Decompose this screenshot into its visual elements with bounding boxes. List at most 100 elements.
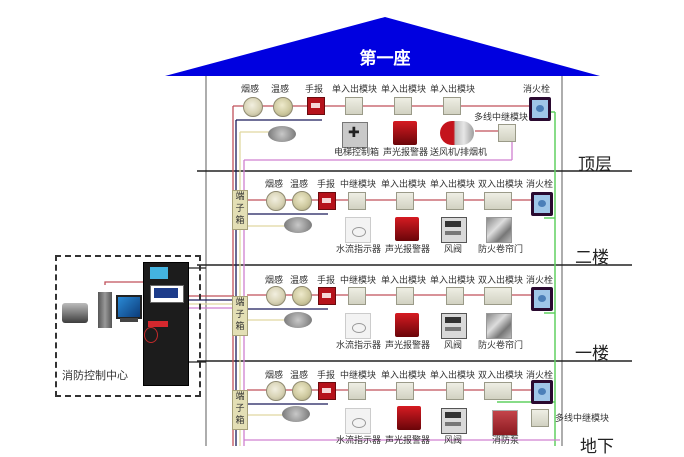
manual-alarm [307,97,325,115]
control-center-label: 消防控制中心 [62,369,128,382]
io-module [446,287,464,305]
label-module: 中继模块 [340,180,377,190]
control-center-box [55,255,201,397]
label-manual: 手报 [317,180,336,190]
device-label: 声光报警器 [385,436,431,446]
dual-io-module [484,192,512,210]
label-module: 单入出模块 [381,180,427,190]
dual-io-module [484,382,512,400]
heat-detector [292,286,312,306]
label-module: 中继模块 [340,371,377,381]
pc-tower-icon [98,292,112,328]
relay-module [348,287,366,305]
dual-io-module [484,287,512,305]
sound-light-alarm [393,121,417,145]
device-label: 风阀 [444,245,463,255]
device-label: 水流指示器 [336,341,382,351]
label-module: 单入出模块 [381,371,427,381]
manual-alarm [318,192,336,210]
device-label: 声光报警器 [385,341,431,351]
label-smoke: 烟感 [265,371,284,381]
label-smoke: 烟感 [265,180,284,190]
building-title: 第一座 [359,49,411,69]
smoke-detector [266,191,286,211]
air-damper [441,217,467,243]
floor-label-basement: 地下 [580,437,614,457]
speaker [282,406,310,422]
label-hydrant: 消火栓 [523,85,551,95]
device-label: 风阀 [444,436,463,446]
label-hydrant: 消火栓 [526,276,554,286]
label-multi-relay: 多线中继模块 [474,113,529,123]
heat-detector [273,97,293,117]
label-multi-relay: 多线中继模块 [555,414,610,424]
label-heat: 温感 [290,371,309,381]
smoke-detector [243,97,263,117]
label-module: 单入出模块 [381,276,427,286]
manual-alarm [318,382,336,400]
monitor-stand [120,318,138,332]
sound-light-alarm [397,406,421,430]
sound-light-alarm [395,217,419,241]
sound-light-alarm [395,313,419,337]
io-module [396,287,414,305]
controller-screen-display [154,288,178,298]
label-module: 双入出模块 [478,371,524,381]
water-flow-indicator [345,408,371,434]
io-module [394,97,412,115]
device-label: 消防泵 [492,436,520,446]
hydrant-button [531,287,553,311]
label-module: 单入出模块 [332,85,378,95]
floor-label-top: 顶层 [578,155,612,175]
floor-label-2: 二楼 [575,248,609,268]
io-module [345,97,363,115]
fire-alarm-controller-cabinet [143,262,189,386]
label-heat: 温感 [290,276,309,286]
controller-handset [144,327,158,343]
fire-shutter [486,313,512,339]
device-label: 电梯控制箱 [334,148,380,158]
device-label: 送风机/排烟机 [430,148,488,158]
floor-label-1: 一楼 [575,344,609,364]
monitor-icon [116,295,142,319]
device-label: 水流指示器 [336,245,382,255]
label-smoke: 烟感 [241,85,260,95]
device-label: 水流指示器 [336,436,382,446]
label-module: 单入出模块 [381,85,427,95]
io-module [396,382,414,400]
controller-lcd [150,267,168,279]
multi-relay-module [531,409,549,427]
air-damper [441,313,467,339]
heat-detector [292,381,312,401]
air-damper [441,408,467,434]
device-label: 防火卷帘门 [478,341,524,351]
io-module [396,192,414,210]
hydrant-button [531,380,553,404]
device-label: 声光报警器 [383,148,429,158]
label-module: 单入出模块 [430,180,476,190]
label-manual: 手报 [305,85,324,95]
printer-icon [62,303,88,323]
water-flow-indicator [345,217,371,243]
label-module: 单入出模块 [430,371,476,381]
heat-detector [292,191,312,211]
label-module: 单入出模块 [430,85,476,95]
manual-alarm [318,287,336,305]
label-heat: 温感 [290,180,309,190]
io-module [446,382,464,400]
fire-shutter [486,217,512,243]
io-module [443,97,461,115]
hydrant-button [529,97,551,121]
label-manual: 手报 [317,276,336,286]
smoke-detector [266,381,286,401]
label-hydrant: 消火栓 [526,371,554,381]
exhaust-fan [440,121,474,145]
label-module: 单入出模块 [430,276,476,286]
label-hydrant: 消火栓 [526,180,554,190]
roof [165,17,600,76]
label-module: 中继模块 [340,276,377,286]
device-label: 风阀 [444,341,463,351]
device-label: 声光报警器 [385,245,431,255]
speaker [268,126,296,142]
multi-relay-module [498,124,516,142]
